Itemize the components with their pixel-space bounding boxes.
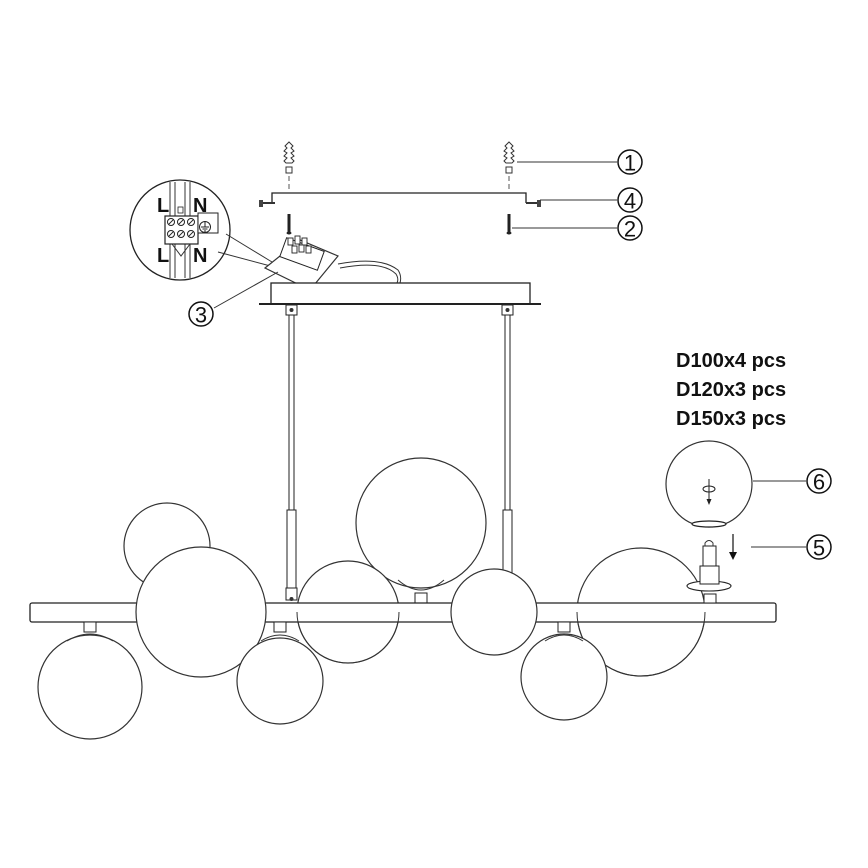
svg-text:L: L [157,195,169,217]
callout-4: 4 [540,187,643,214]
svg-text:1: 1 [624,151,636,176]
mounting-screw-right [506,214,512,235]
glass-spec-d150: D150x3 pcs [676,408,787,430]
globe-hanging-left [37,621,143,740]
glass-globe-detail [665,440,753,528]
globe-hanging-center [236,621,324,725]
svg-text:N: N [193,245,207,267]
svg-text:N: N [193,195,207,217]
callout-1: 1 [517,149,643,176]
svg-text:3: 3 [195,303,207,328]
callout-2: 2 [512,215,643,242]
svg-text:L: L [157,245,169,267]
canopy [259,282,541,305]
bracket-screw-left [259,200,275,207]
callout-3: 3 [188,271,279,328]
globe-front-center-right [450,568,538,656]
wiring-detail-magnifier: L N L N [129,179,279,281]
wall-plug-left [283,141,295,192]
svg-text:4: 4 [624,189,636,214]
svg-text:2: 2 [624,217,636,242]
bracket-screw-right [526,200,541,207]
svg-text:6: 6 [813,470,825,495]
suspension-rod-left [285,304,298,601]
insert-arrow-icon [729,534,737,560]
callout-5: 5 [751,534,832,561]
mounting-bracket [259,192,541,207]
wall-plug-right [503,141,515,192]
suspension-rod-right [501,304,514,591]
svg-text:5: 5 [813,536,825,561]
terminal-block [263,235,402,291]
globe-center-medium-front [296,611,400,664]
glass-spec-d120: D120x3 pcs [676,379,787,401]
rotate-arrow-icon [702,479,716,505]
bulb-holder [686,540,732,604]
callout-6: 6 [753,468,832,495]
earth-ground-icon [199,221,211,233]
glass-spec-d100: D100x4 pcs [676,350,787,372]
globe-hanging-right [520,621,608,721]
globe-front-left-large [135,546,267,678]
mounting-screw-left [286,214,292,235]
